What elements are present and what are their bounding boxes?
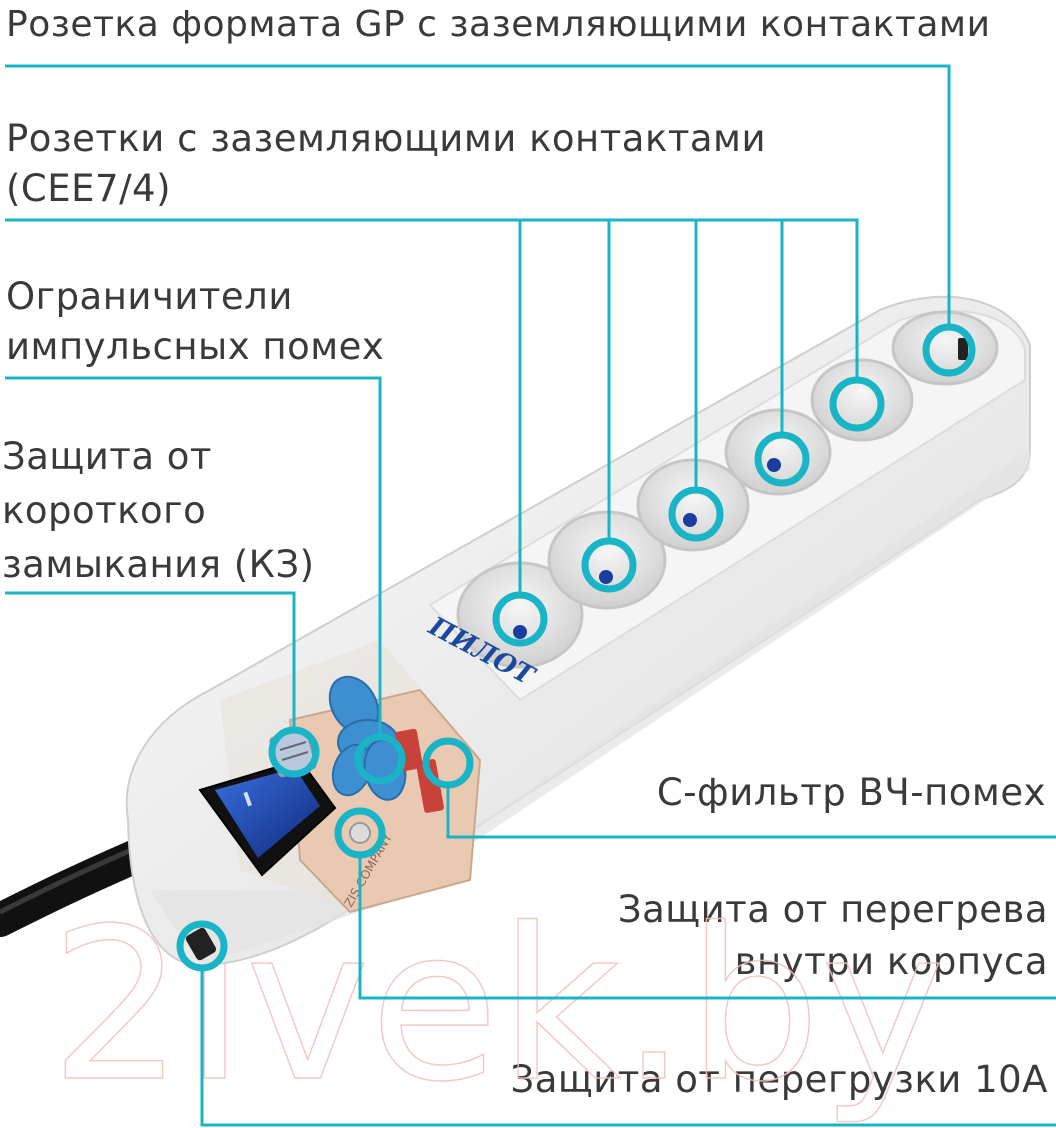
ring-gp-socket (922, 323, 976, 377)
leader-gp-socket (5, 64, 951, 326)
ring-overload (176, 920, 228, 972)
label-short-circuit: Защита от короткого замыкания (КЗ) (2, 435, 315, 586)
label-c-filter: С-фильтр ВЧ-помех (656, 771, 1046, 814)
power-cable (0, 833, 167, 937)
ring-overheat (334, 807, 386, 859)
ring-socket-1 (492, 591, 548, 647)
leader-surge-limiters (5, 376, 382, 738)
leader-lines (5, 64, 1056, 1127)
socket-gp (891, 310, 999, 386)
label-overload: Защита от перегрузки 10А (510, 1058, 1048, 1101)
ring-c-filter (422, 737, 474, 789)
ring-socket-3 (668, 486, 724, 542)
highlight-rings (176, 323, 976, 972)
ring-short-circuit (268, 726, 320, 778)
label-surge-limiters: Ограничители импульсных помех (6, 275, 385, 368)
label-gp-socket: Розетка формата GP с заземляющими контак… (6, 4, 991, 45)
thermal-sensor (349, 822, 371, 844)
leader-c-filter (446, 785, 1056, 839)
leader-overheat (358, 855, 1056, 1000)
label-cee-sockets: Розетки с заземляющими контактами (CEE7/… (6, 117, 767, 210)
label-overheat: Защита от перегрева внутри корпуса (617, 888, 1048, 983)
leader-cee-sockets (5, 218, 859, 380)
leader-overload (200, 968, 1056, 1127)
ring-surge (354, 733, 406, 785)
ring-socket-5 (829, 376, 885, 432)
leader-short-circuit (5, 591, 296, 728)
socket-2 (547, 510, 667, 610)
socket-3 (636, 458, 750, 552)
overload-breaker-button[interactable] (184, 926, 217, 961)
power-switch[interactable] (198, 758, 337, 877)
ring-socket-2 (581, 537, 637, 593)
ring-socket-4 (754, 431, 810, 487)
